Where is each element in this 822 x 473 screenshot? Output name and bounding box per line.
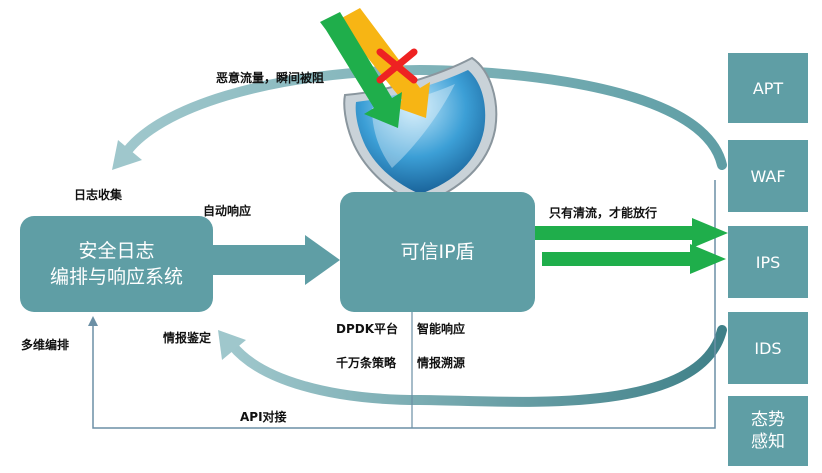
- clean-traffic-arrow-2: [542, 244, 726, 274]
- left-box-line2: 编排与响应系统: [49, 266, 183, 288]
- multi-orchestration-label: 多维编排: [21, 338, 70, 352]
- log-collection-arrowhead: [112, 140, 142, 170]
- ips-box: IPS: [728, 226, 808, 298]
- trusted-ip-shield-box: 可信IP盾: [340, 192, 535, 312]
- left-box-line1: 安全日志: [78, 240, 155, 262]
- intel-appraisal-label: 情报鉴定: [163, 331, 212, 345]
- dpdk-platform-label: DPDK平台: [336, 322, 399, 336]
- ten-million-policies-label: 千万条策略: [336, 356, 397, 370]
- intel-trace-label: 情报溯源: [417, 356, 466, 370]
- malicious-blocked-label: 恶意流量，瞬间被阻: [216, 71, 325, 85]
- clean-traffic-arrow-1: [516, 218, 728, 248]
- waf-box: WAF: [728, 140, 808, 212]
- incoming-traffic-arrow: [320, 12, 402, 128]
- api-docking-arrowhead: [88, 316, 98, 326]
- security-log-orchestration-box: 安全日志 编排与响应系统: [20, 216, 213, 312]
- api-docking-label: API对接: [240, 410, 287, 424]
- situation-awareness-line1: 态势: [751, 410, 785, 430]
- apt-box: APT: [728, 53, 808, 123]
- intel-appraisal-arrowhead: [218, 330, 246, 360]
- api-docking-line: [92, 180, 716, 429]
- ips-box-label: IPS: [755, 252, 781, 272]
- situation-awareness-box: 态势 感知: [728, 396, 808, 466]
- clean-pass-label: 只有清流，才能放行: [549, 206, 658, 220]
- auto-response-label: 自动响应: [203, 204, 252, 218]
- ids-box-label: IDS: [754, 338, 782, 358]
- situation-awareness-line2: 感知: [751, 432, 785, 452]
- blocked-traffic-arrow: [338, 8, 430, 118]
- log-collection-label: 日志收集: [74, 188, 123, 202]
- smart-response-label: 智能响应: [417, 322, 466, 336]
- block-x-icon: [376, 48, 418, 84]
- intel-appraisal-curve: [227, 325, 727, 407]
- apt-box-label: APT: [752, 78, 784, 98]
- log-collection-curve: [123, 64, 727, 170]
- waf-box-label: WAF: [750, 166, 786, 186]
- auto-response-arrow: [213, 235, 340, 285]
- ids-box: IDS: [728, 312, 808, 384]
- center-box-label: 可信IP盾: [400, 241, 475, 263]
